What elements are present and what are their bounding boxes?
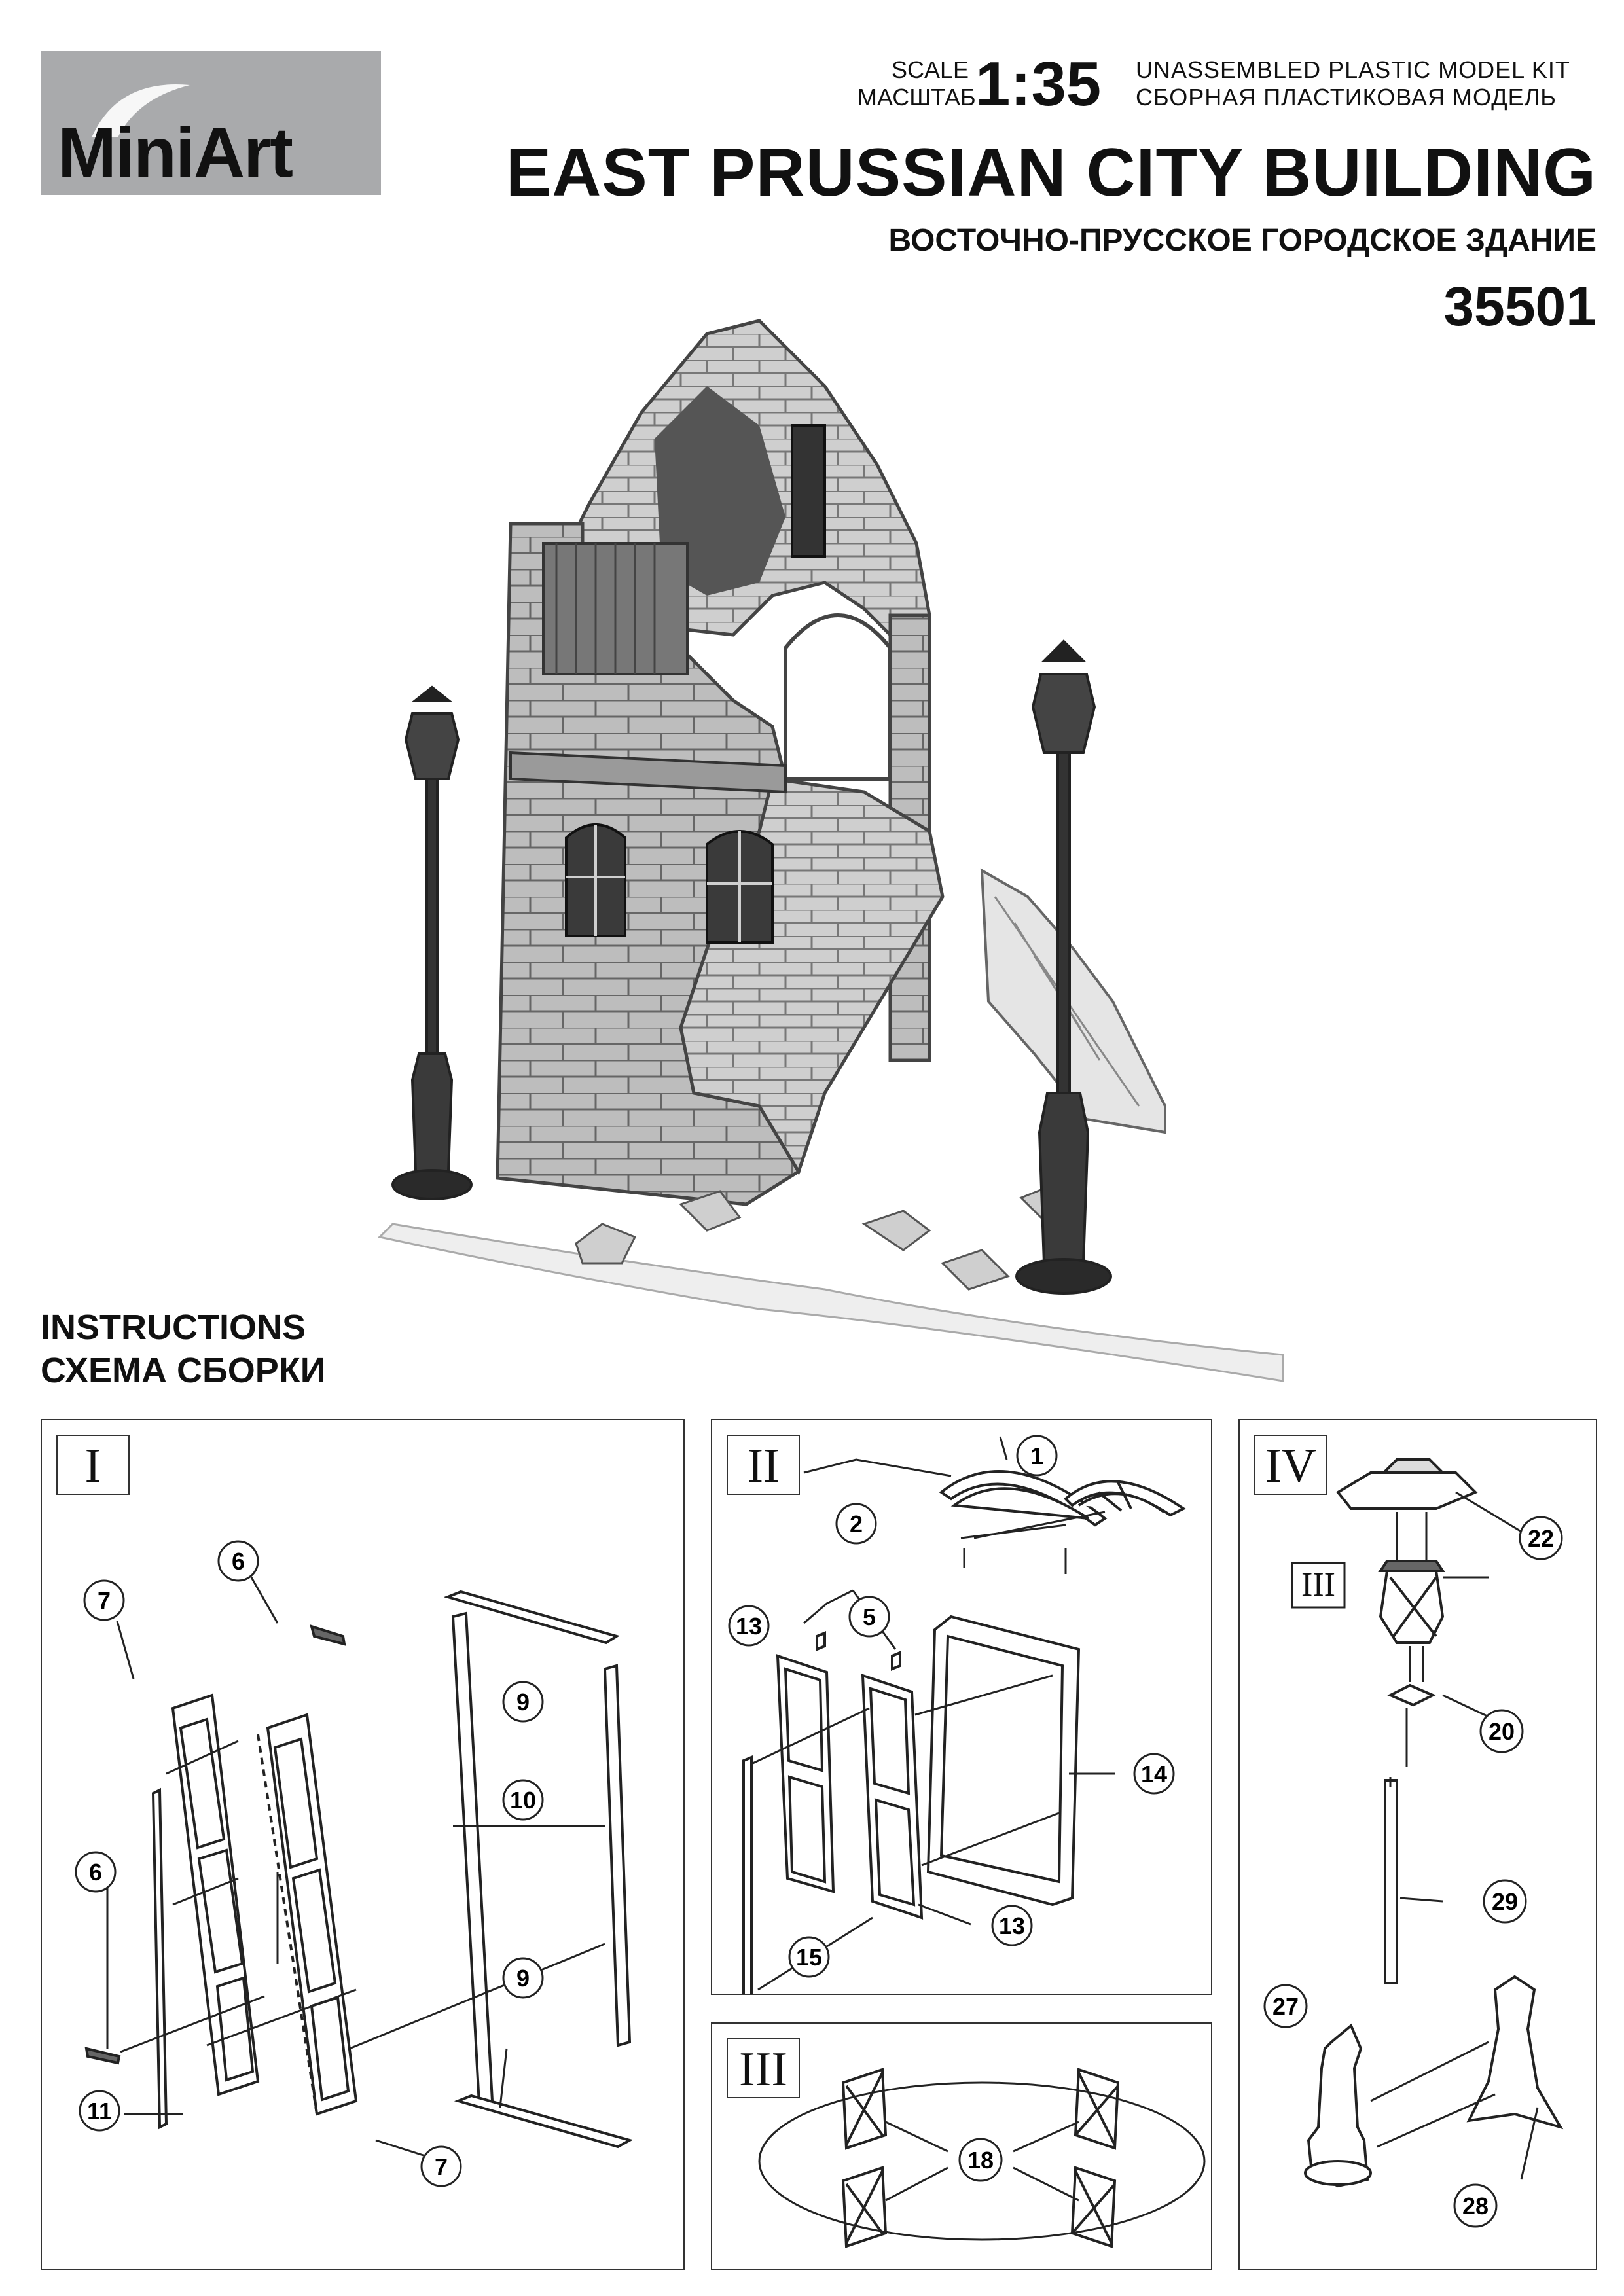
callout-6-bottom: 6	[75, 1851, 117, 1893]
svg-text:1: 1	[1030, 1443, 1043, 1469]
callout-7-top: 7	[83, 1579, 125, 1621]
svg-text:15: 15	[796, 1944, 822, 1971]
scale-label-ru: МАСШТАБ	[857, 84, 976, 111]
step-1-diagram: 7 6 9 10 6 9 11 7	[75, 1540, 634, 2187]
svg-text:27: 27	[1272, 1993, 1299, 2020]
step-2-diagram: 1 2 13 5 14 13 15	[728, 1435, 1186, 2015]
svg-text:2: 2	[850, 1511, 863, 1537]
callout-29: 29	[1483, 1879, 1527, 1924]
instructions-label-en: INSTRUCTIONS	[41, 1308, 306, 1347]
miniart-logo	[41, 51, 381, 195]
callout-20: 20	[1479, 1709, 1524, 1753]
step-number: III	[727, 2038, 800, 2098]
svg-text:10: 10	[510, 1787, 536, 1814]
callout-7-bottom: 7	[420, 2145, 462, 2187]
callout-18: 18	[958, 2138, 1003, 2182]
scale-label: SCALE МАСШТАБ	[857, 56, 976, 111]
svg-text:14: 14	[1141, 1761, 1167, 1787]
scale-value: 1:35	[975, 49, 1102, 119]
kit-type-ru: СБОРНАЯ ПЛАСТИКОВАЯ МОДЕЛЬ	[1136, 84, 1557, 111]
svg-text:28: 28	[1462, 2193, 1489, 2219]
svg-text:11: 11	[87, 2098, 112, 2125]
callout-9-top: 9	[502, 1681, 544, 1723]
callout-22: 22	[1519, 1516, 1563, 1560]
callout-28: 28	[1453, 2183, 1498, 2228]
subassembly-ref-III	[1291, 1562, 1346, 1609]
kit-number: 35501	[1443, 276, 1597, 337]
svg-text:20: 20	[1489, 1718, 1515, 1745]
box-art-illustration	[377, 319, 1284, 1382]
svg-text:6: 6	[232, 1548, 245, 1575]
svg-text:29: 29	[1492, 1888, 1518, 1915]
svg-text:13: 13	[999, 1912, 1025, 1939]
svg-text:9: 9	[516, 1689, 530, 1715]
kit-subtitle: ВОСТОЧНО-ПРУССКОЕ ГОРОДСКОЕ ЗДАНИЕ	[888, 223, 1597, 258]
callout-10: 10	[502, 1779, 544, 1821]
step-panel-3: III 18	[711, 2022, 1212, 2270]
callout-27: 27	[1263, 1984, 1308, 2028]
svg-text:6: 6	[89, 1859, 102, 1886]
callout-11: 11	[79, 2090, 120, 2132]
svg-text:22: 22	[1528, 1525, 1554, 1552]
kit-type-en: UNASSEMBLED PLASTIC MODEL KIT	[1136, 56, 1570, 83]
logo-swoosh-icon	[92, 84, 190, 137]
callout-9-bottom: 9	[502, 1957, 544, 1999]
svg-text:7: 7	[435, 2153, 448, 2180]
step-panel-2: II 1 2 13 5 14 13	[711, 1419, 1212, 2015]
step-number: IV	[1254, 1435, 1327, 1495]
step-number: II	[727, 1435, 800, 1495]
step-4-diagram: 22 20 29 27 28	[1263, 1458, 1564, 2228]
callout-5: 5	[848, 1596, 890, 1638]
callout-1: 1	[1016, 1435, 1058, 1477]
kit-title: EAST PRUSSIAN CITY BUILDING	[505, 135, 1597, 211]
instructions-label: INSTRUCTIONS СХЕМА СБОРКИ	[41, 1306, 326, 1392]
svg-text:7: 7	[98, 1587, 111, 1614]
brand-name: MiniArt	[58, 113, 293, 192]
subassembly-ref-label: III	[1301, 1566, 1335, 1604]
svg-text:18: 18	[967, 2147, 994, 2174]
callout-13-top: 13	[728, 1605, 770, 1647]
step-3-diagram: 18	[758, 2068, 1206, 2248]
instructions-label-ru: СХЕМА СБОРКИ	[41, 1351, 326, 1390]
callout-15: 15	[788, 1936, 830, 1978]
scale-label-en: SCALE	[891, 56, 969, 83]
svg-text:9: 9	[516, 1965, 530, 1992]
svg-text:13: 13	[736, 1613, 762, 1640]
callout-13-bottom: 13	[991, 1905, 1033, 1946]
callout-14: 14	[1133, 1753, 1175, 1795]
callout-2: 2	[835, 1503, 877, 1545]
callout-6-top: 6	[217, 1540, 259, 1582]
svg-text:5: 5	[863, 1604, 876, 1630]
step-panel-4: IV 22 20 29 27 28 I	[1238, 1419, 1597, 2270]
step-number: I	[56, 1435, 130, 1495]
kit-type: UNASSEMBLED PLASTIC MODEL KIT СБОРНАЯ ПЛ…	[1136, 56, 1570, 111]
step-panel-1: I 7 6 9	[41, 1419, 685, 2270]
